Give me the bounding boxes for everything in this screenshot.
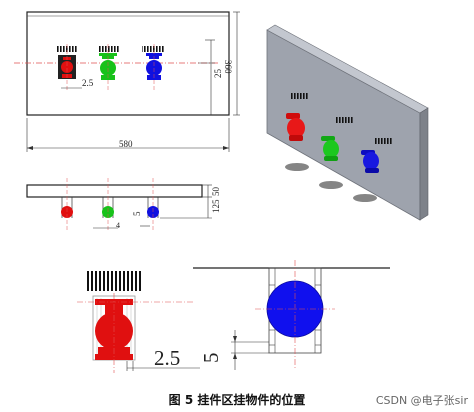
figure-caption: 图 5 挂件区挂物件的位置 [168,393,306,407]
isometric-view [255,5,470,230]
side-board [26,184,203,198]
detail-dim-offset-label: 2.5 [154,346,181,370]
dim-small2-label: 4 [116,221,120,230]
barcode-1 [56,46,78,52]
detail-barcode [87,271,142,291]
front-board-outline [26,11,230,116]
iso-blue-item [361,150,379,173]
iso-red-item [286,113,305,141]
dim-height-label: 360 [223,60,233,74]
iso-green-item [321,136,339,161]
watermark: CSDN @电子张sir [375,394,468,407]
dim-small-label: 5 [132,211,142,217]
dim-width-label: 580 [119,139,133,149]
dim-hang-label: 125 [211,199,221,214]
front-view-drawing [14,11,240,152]
side-view-drawing [26,178,212,232]
dim-offset-y-label: 25 [213,69,223,78]
detail-blue-drawing [193,260,390,370]
dim-thickness-label: 50 [211,187,221,196]
detail-red-drawing [77,271,200,373]
barcode-2 [98,46,120,52]
detail-dim-gap-label: 5 [199,352,223,364]
dim-offset-x-label: 2.5 [82,78,94,88]
barcode-3 [142,46,164,52]
